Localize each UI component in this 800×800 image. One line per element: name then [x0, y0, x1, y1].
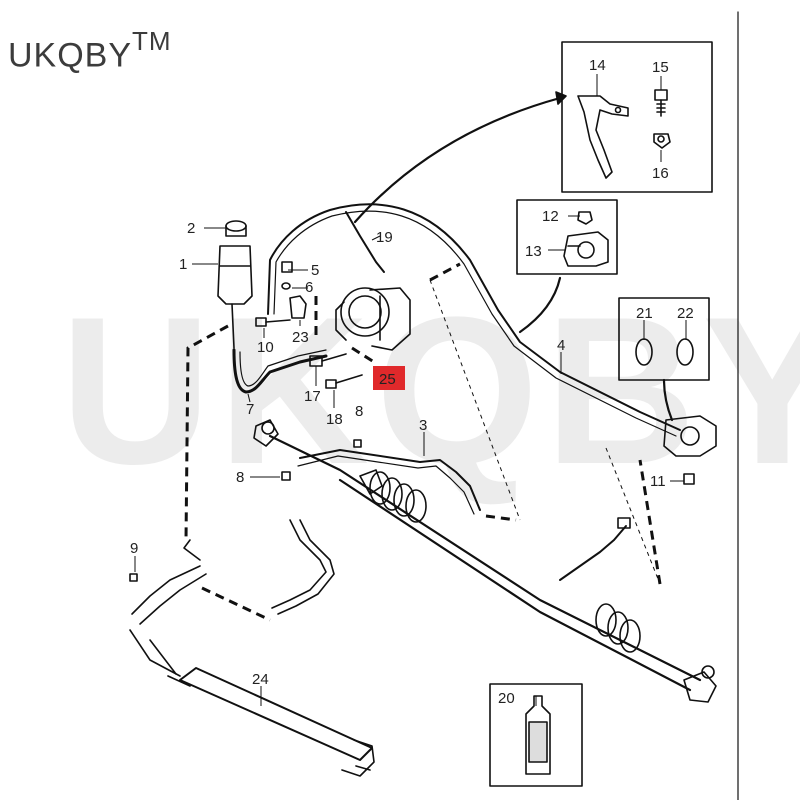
callout-7: 7	[246, 401, 254, 418]
pump-25-drawing	[335, 287, 411, 351]
callout-24: 24	[252, 671, 269, 688]
fastener-9	[129, 573, 138, 582]
o-ring-21	[635, 338, 653, 366]
cooler-24-drawing	[129, 519, 375, 777]
leader-inset-bracket	[353, 96, 562, 224]
nut-16-drawing	[653, 133, 671, 149]
dotted-guides	[429, 279, 661, 585]
pressure-line-4	[267, 203, 681, 431]
leader-inset-seals	[662, 378, 674, 422]
leader-inset-clamp	[518, 276, 562, 334]
fastener-8a	[281, 471, 291, 481]
bolt-15-drawing	[654, 89, 668, 117]
clamp-11-drawing	[663, 415, 717, 485]
callout-12: 12	[542, 208, 559, 225]
callout-18: 18	[326, 411, 343, 428]
callout-4: 4	[557, 337, 565, 354]
callout-leaders	[134, 74, 687, 706]
callout-2: 2	[187, 220, 195, 237]
highlight-box-25	[373, 366, 405, 390]
inset-box-bracket	[561, 41, 713, 193]
brand-trademark: TM	[132, 26, 172, 56]
reservoir-1-drawing	[217, 220, 253, 349]
brand-name: UKQBY	[8, 36, 133, 75]
callout-14: 14	[589, 57, 606, 74]
callout-3: 3	[419, 417, 427, 434]
callout-19: 19	[376, 229, 393, 246]
callout-1: 1	[179, 256, 187, 273]
callout-9: 9	[130, 540, 138, 557]
callout-10: 10	[257, 339, 274, 356]
callout-8-upper: 8	[355, 403, 363, 420]
line-3	[299, 449, 481, 511]
inset-box-seals	[618, 297, 710, 381]
dashed-connectors	[184, 262, 662, 622]
bolt-17-drawing	[309, 353, 347, 367]
callout-16: 16	[652, 165, 669, 182]
callout-11: 11	[650, 473, 666, 490]
arrow-head-bracket	[555, 91, 567, 105]
sensor-5-drawing	[281, 261, 307, 319]
bolt-18-drawing	[325, 374, 363, 389]
callout-15: 15	[652, 59, 669, 76]
callout-13: 13	[525, 243, 542, 260]
watermark-text: UKQBY	[60, 273, 800, 508]
callout-21: 21	[636, 305, 653, 322]
nut-12-drawing	[577, 211, 593, 225]
callout-22: 22	[677, 305, 694, 322]
fastener-8b	[353, 439, 362, 448]
callout-6: 6	[305, 279, 313, 296]
watermark: UKQBYTM	[60, 270, 800, 512]
callout-17: 17	[304, 388, 321, 405]
inset-box-fluid	[489, 683, 583, 787]
o-ring-22	[676, 338, 694, 366]
callout-23: 23	[292, 329, 309, 346]
inset-box-clamp	[516, 199, 618, 275]
callout-8-lower: 8	[236, 469, 244, 486]
sensor-19-drawing	[345, 211, 385, 273]
bolt-10-drawing	[255, 317, 291, 327]
steering-rack-drawing	[253, 419, 717, 703]
bracket-drawing	[577, 95, 629, 179]
callout-25: 25	[379, 371, 396, 388]
return-hose-7	[232, 348, 328, 394]
clamp-13-drawing	[563, 231, 609, 267]
brand-logo: UKQBYTM	[8, 26, 172, 75]
fluid-bottle-20	[525, 695, 551, 775]
callout-20: 20	[498, 690, 515, 707]
callout-5: 5	[311, 262, 319, 279]
